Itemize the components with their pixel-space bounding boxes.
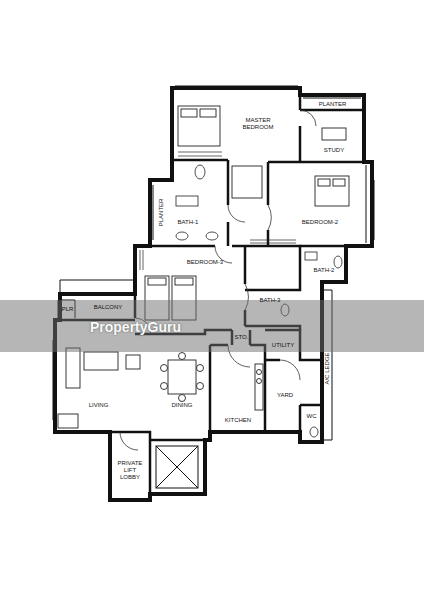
door-swing xyxy=(268,205,271,230)
window xyxy=(303,98,361,99)
window xyxy=(53,86,374,420)
furniture xyxy=(315,176,349,206)
room-label: MASTER BEDROOM xyxy=(240,117,276,131)
room-label: A/C LEDGE xyxy=(324,351,331,385)
furniture xyxy=(197,365,204,372)
room-label: UTILITY xyxy=(271,342,295,349)
room-label: BATH-2 xyxy=(313,267,335,274)
window xyxy=(53,86,374,420)
wardrobe xyxy=(140,152,296,270)
interior-wall xyxy=(172,88,228,246)
sanitary-fixture xyxy=(334,256,342,268)
room-label: PLANTER xyxy=(318,101,347,108)
room-label: PRIVATE LIFT LOBBY xyxy=(115,460,145,481)
room-label: PLR xyxy=(61,306,74,313)
interior-wall xyxy=(300,405,322,442)
window xyxy=(150,185,153,240)
room-label: KITCHEN xyxy=(224,417,252,424)
sanitary-fixture xyxy=(305,252,317,260)
lift-shaft xyxy=(156,446,198,488)
furniture xyxy=(148,278,166,285)
door-swing xyxy=(280,360,300,380)
room-label: DINING xyxy=(171,402,193,409)
furniture xyxy=(66,348,80,388)
room-label: YARD xyxy=(276,392,294,399)
furniture xyxy=(255,364,263,410)
sanitary-fixture xyxy=(310,427,318,437)
furniture xyxy=(58,106,349,428)
outer-wall xyxy=(55,88,372,500)
room-label: PLANTER xyxy=(158,198,165,227)
furniture xyxy=(178,106,220,146)
furniture xyxy=(179,395,186,402)
room-label: BEDROOM-2 xyxy=(301,219,339,226)
door-swing xyxy=(300,110,316,126)
room-label: BATH-1 xyxy=(177,219,199,226)
lift-shaft xyxy=(156,446,198,488)
interior-wall xyxy=(60,88,364,494)
room-label: BATH-3 xyxy=(259,297,281,304)
furniture xyxy=(197,383,204,390)
room-label: BALCONY xyxy=(93,304,123,311)
wardrobe xyxy=(178,152,222,156)
sanitary-fixture xyxy=(176,196,198,206)
sanitary-fixture xyxy=(176,232,188,240)
room-label: STUDY xyxy=(323,147,345,154)
furniture xyxy=(232,166,262,198)
interior-wall xyxy=(110,432,205,494)
watermark: PropertyGuru xyxy=(89,319,182,335)
interior-wall xyxy=(210,345,265,432)
sanitary-fixture xyxy=(195,165,205,179)
room-label: WC xyxy=(306,413,317,420)
furniture xyxy=(257,379,262,384)
furniture xyxy=(181,109,197,117)
door-swing xyxy=(228,205,245,222)
lift-shaft xyxy=(156,446,198,488)
door-swing xyxy=(120,110,316,450)
room-label: LIVING xyxy=(88,402,109,409)
furniture xyxy=(333,179,345,186)
sanitary-fixture xyxy=(206,232,218,240)
furniture xyxy=(175,278,193,285)
wardrobe xyxy=(140,250,143,270)
furniture xyxy=(126,355,140,369)
interior-wall xyxy=(300,95,364,162)
furniture xyxy=(58,414,78,428)
furniture xyxy=(168,360,196,394)
room-label: STO. xyxy=(234,334,249,341)
outer-wall xyxy=(55,88,372,500)
furniture xyxy=(84,352,118,370)
furniture xyxy=(318,179,330,186)
door-swing xyxy=(120,432,138,450)
furniture xyxy=(200,109,216,117)
furniture xyxy=(322,128,346,140)
furniture xyxy=(257,370,262,375)
furniture xyxy=(161,365,168,372)
furniture xyxy=(179,353,186,360)
interior-wall xyxy=(300,245,346,248)
room-label: BEDROOM-3 xyxy=(186,259,224,266)
furniture xyxy=(161,383,168,390)
wardrobe xyxy=(250,240,296,243)
interior-wall xyxy=(268,162,364,246)
ledge-outline xyxy=(60,280,135,294)
